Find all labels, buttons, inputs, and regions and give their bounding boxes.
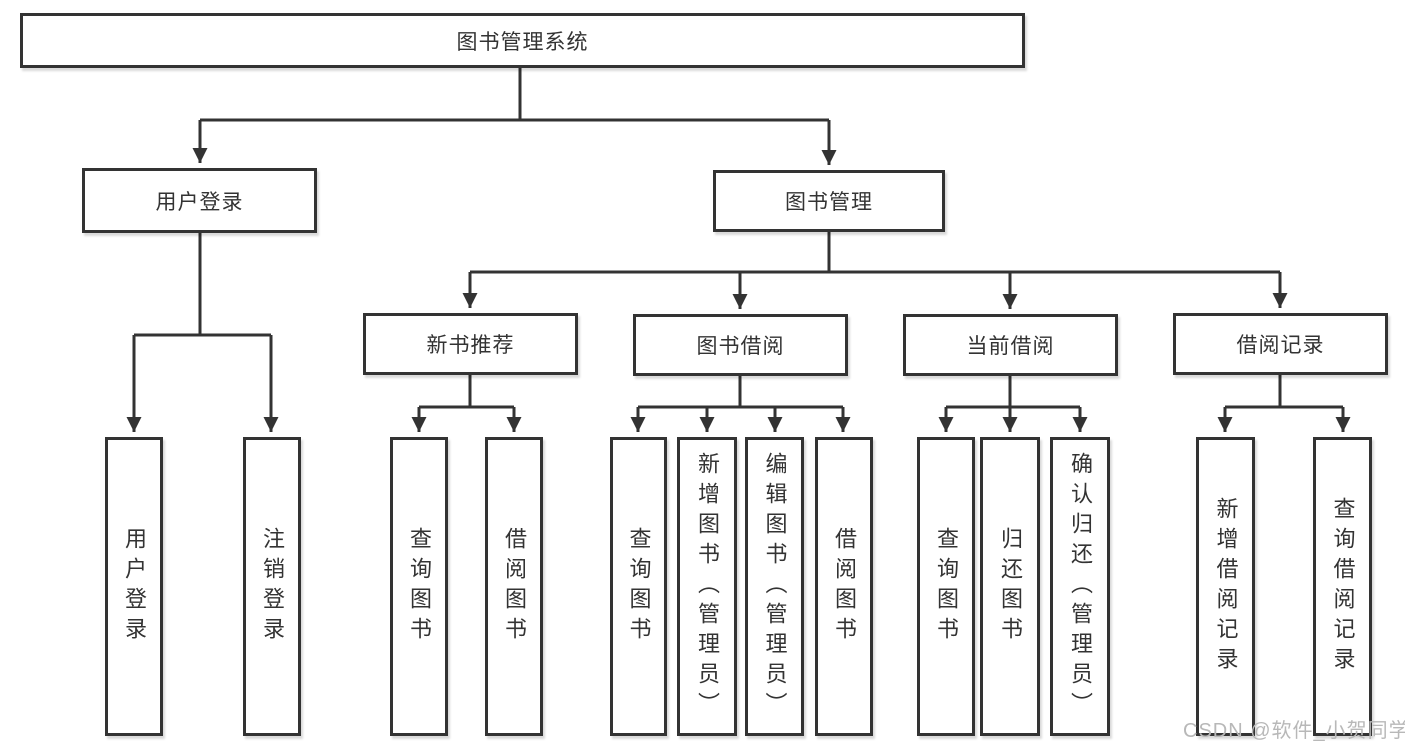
node-book-management: 图书管理 xyxy=(713,170,945,232)
leaf-add-borrow-record: 新增借阅记录 xyxy=(1196,437,1255,736)
leaf-query-book-recommend: 查询图书 xyxy=(390,437,448,736)
leaf-logout: 注销登录 xyxy=(243,437,301,736)
node-root-system: 图书管理系统 xyxy=(20,13,1025,68)
leaf-add-book-admin: 新增图书（管理员） xyxy=(677,437,737,736)
node-current-borrow: 当前借阅 xyxy=(903,314,1118,376)
node-book-borrow: 图书借阅 xyxy=(633,314,848,376)
leaf-edit-book-admin: 编辑图书（管理员） xyxy=(745,437,804,736)
leaf-borrow-book-recommend: 借阅图书 xyxy=(485,437,543,736)
leaf-user-login: 用户登录 xyxy=(105,437,163,736)
csdn-watermark: CSDN @软件_小贺同学 xyxy=(1183,720,1405,742)
node-user-login: 用户登录 xyxy=(82,168,317,233)
node-borrow-records: 借阅记录 xyxy=(1173,313,1388,375)
leaf-query-borrow-record: 查询借阅记录 xyxy=(1313,437,1372,736)
leaf-return-book: 归还图书 xyxy=(980,437,1040,736)
node-new-book-recommend: 新书推荐 xyxy=(363,313,578,375)
leaf-query-book-current: 查询图书 xyxy=(917,437,975,736)
leaf-borrow-book: 借阅图书 xyxy=(815,437,873,736)
leaf-confirm-return-admin: 确认归还（管理员） xyxy=(1050,437,1110,736)
leaf-query-book-borrow: 查询图书 xyxy=(610,437,667,736)
